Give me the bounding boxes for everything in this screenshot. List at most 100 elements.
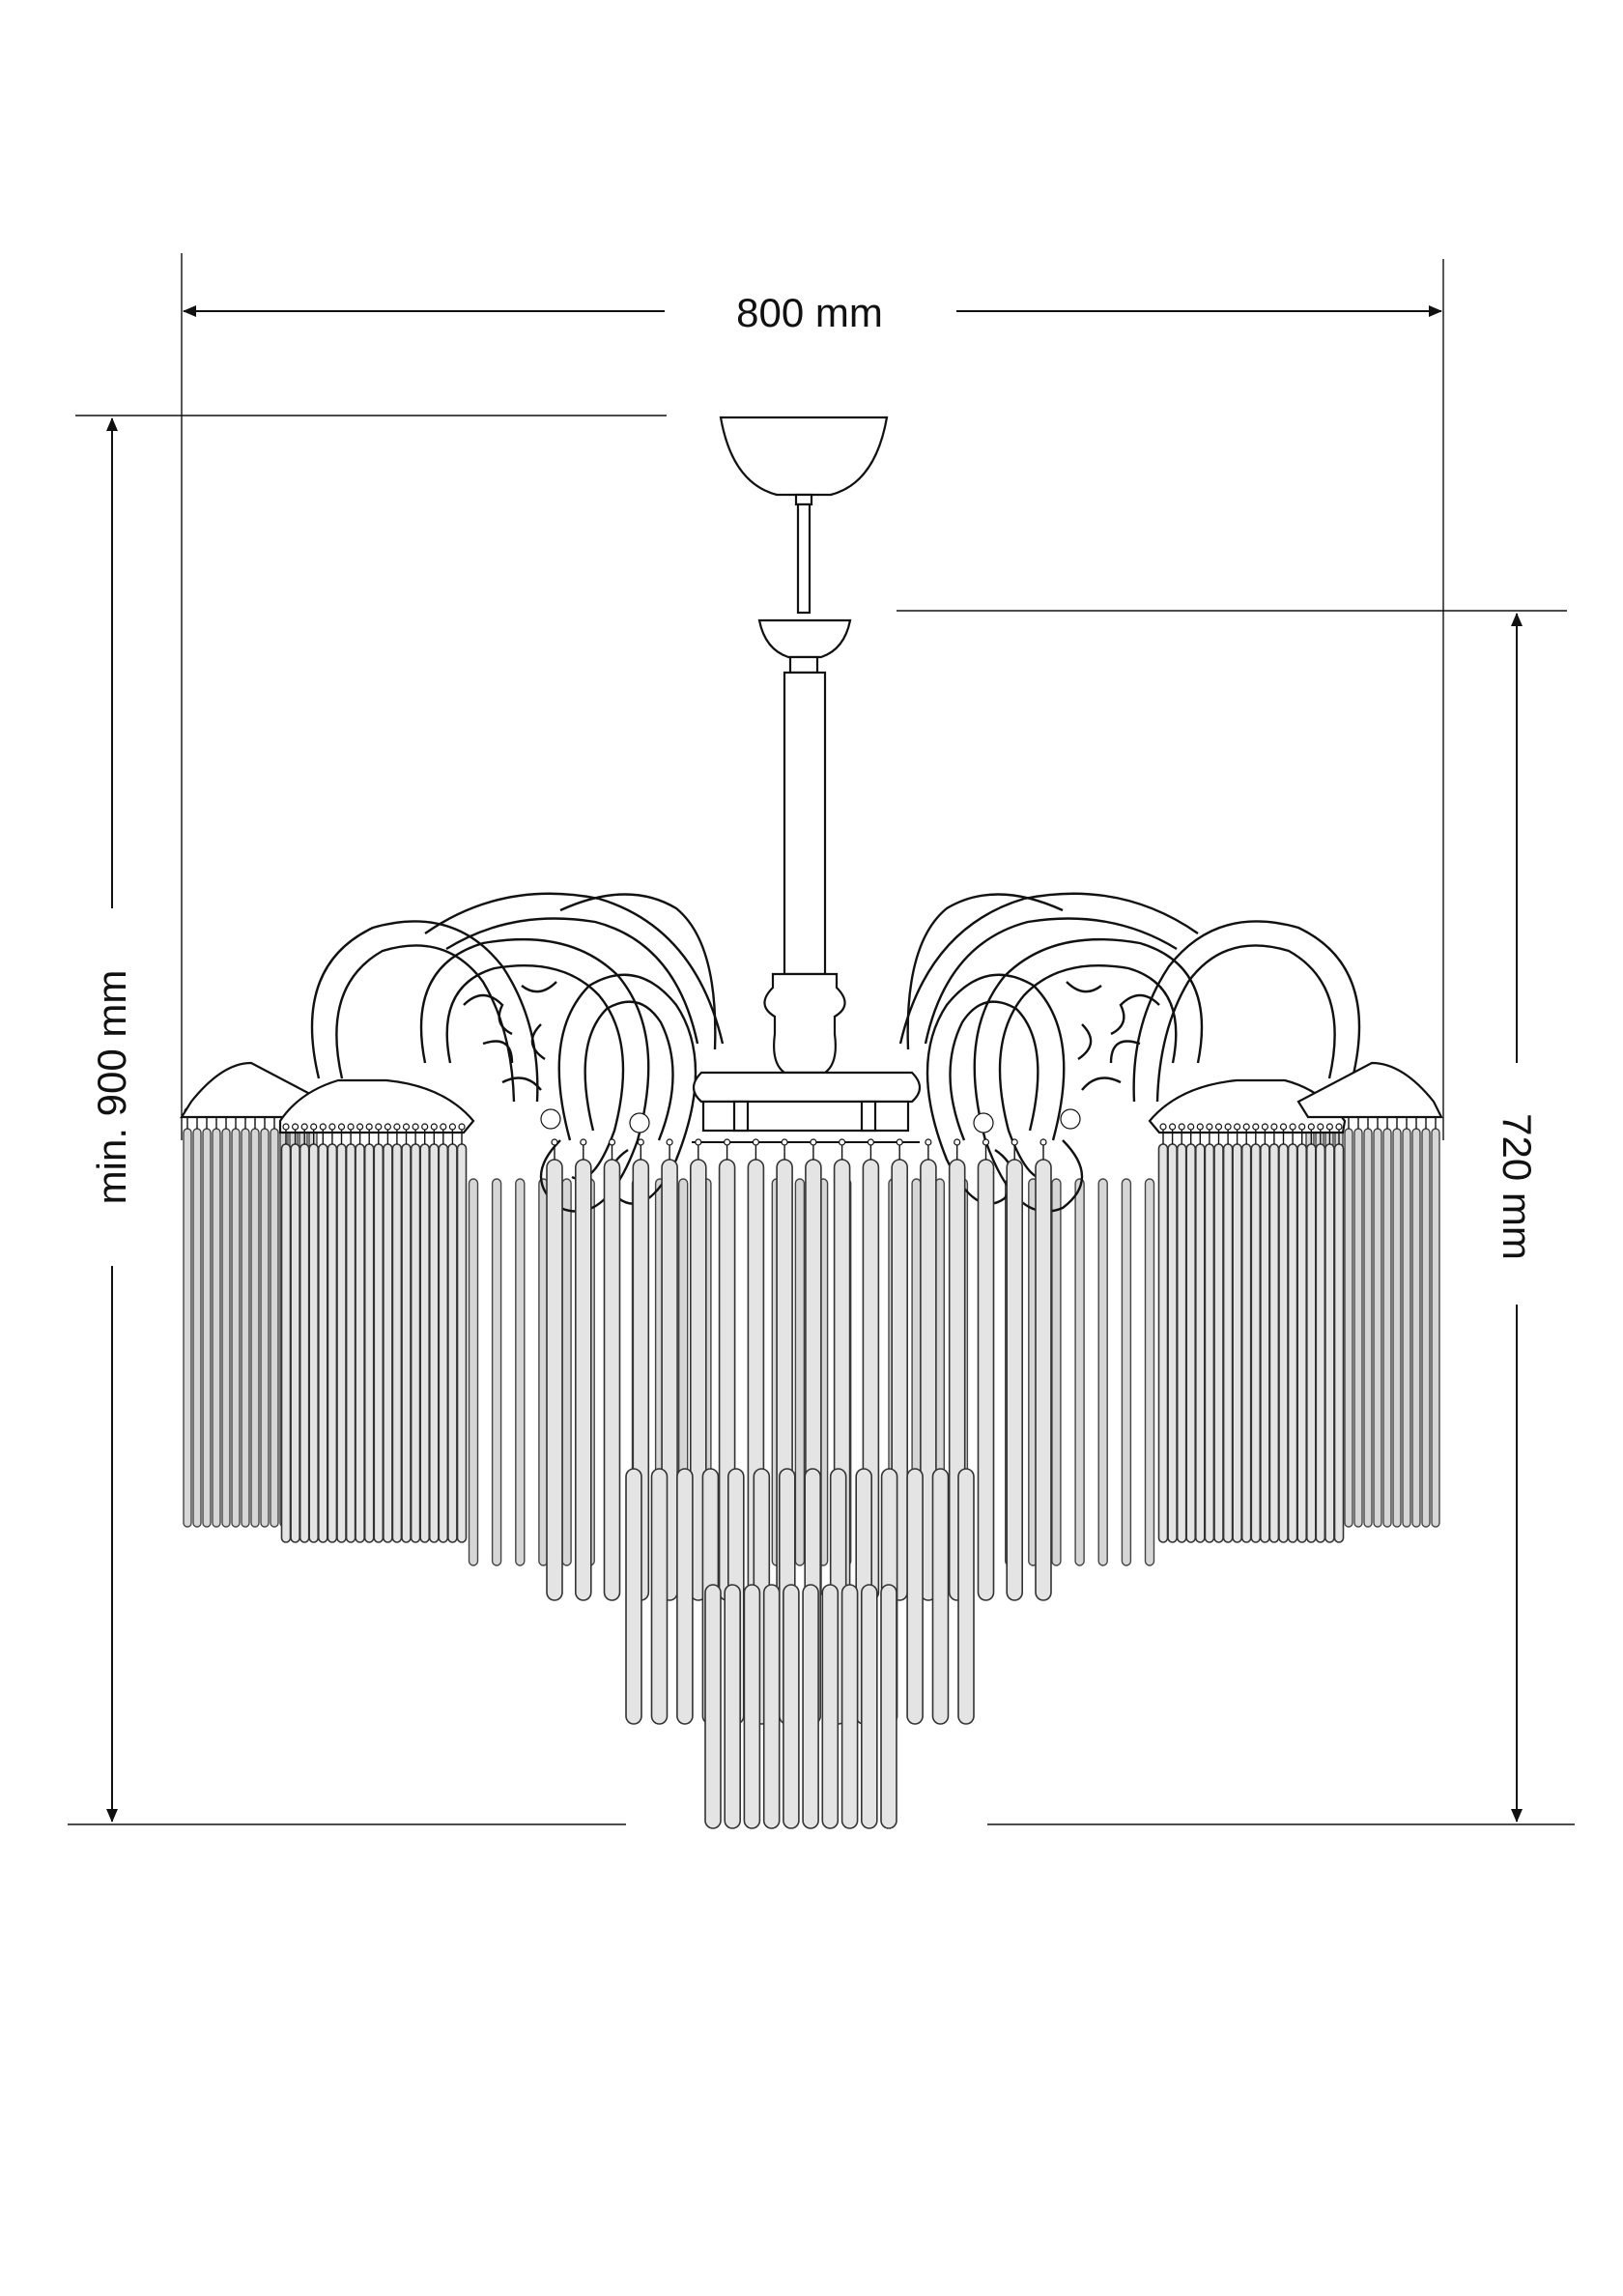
center-tier-3-rod	[840, 1584, 859, 1829]
left-shade-rod	[308, 1143, 320, 1543]
center-tier-1-rod	[574, 1159, 592, 1601]
hub-lug-left	[732, 1100, 750, 1133]
center-tier-2-rod	[625, 1468, 642, 1725]
center-tier-1-rod	[1006, 1159, 1023, 1601]
scroll-boss-left-2	[629, 1112, 650, 1134]
right-shade-rod	[1213, 1143, 1224, 1543]
arm-right-back-3	[906, 893, 1064, 1050]
stem-cup	[757, 618, 852, 659]
central-hub	[692, 1071, 922, 1104]
arm-right-back-2	[898, 892, 1199, 1045]
lamp-rings	[180, 1061, 1443, 1134]
arm-right-back-1	[1132, 920, 1361, 1103]
left-shade-rod	[428, 1143, 440, 1543]
central-column	[783, 671, 827, 976]
scroll-boss-left	[540, 1108, 561, 1130]
far-left-shade-rod	[250, 1128, 260, 1528]
left-shade-hook	[328, 1123, 336, 1131]
far-left-shade-rod	[202, 1128, 212, 1528]
right-shade-rod	[1315, 1143, 1326, 1543]
right-shade-rod	[1240, 1143, 1252, 1543]
center-back-rod	[491, 1178, 502, 1566]
right-shade-rod	[1250, 1143, 1262, 1543]
left-shade-rod	[290, 1143, 300, 1543]
left-shade-rod	[363, 1143, 375, 1543]
filigree-right	[1066, 981, 1160, 1091]
left-shade-hook	[310, 1123, 318, 1131]
arm-left-back-3	[559, 893, 717, 1050]
left-shade-rod	[336, 1143, 347, 1543]
center-tier-2-rod	[650, 1468, 669, 1725]
far-right-shade-rod	[1421, 1128, 1431, 1528]
arm-left-front-inner	[445, 964, 625, 1181]
center-tier-1-hook	[982, 1138, 990, 1146]
left-shade-hook	[440, 1123, 447, 1131]
center-tier-1-hook	[637, 1138, 644, 1146]
right-shade-hook	[1242, 1123, 1250, 1131]
arm-left-back-1	[310, 920, 539, 1103]
arm-right-front-inner	[998, 964, 1178, 1181]
far-right-shade-rod	[1363, 1128, 1373, 1528]
center-tier-2-rod	[957, 1468, 975, 1725]
center-tier-1-hook	[925, 1138, 932, 1146]
suspension-rod	[796, 502, 812, 615]
center-tier-1-hook	[580, 1138, 587, 1146]
center-tier-1-rod	[1035, 1159, 1052, 1601]
center-tier-1-hook	[1011, 1138, 1018, 1146]
far-right-shade-rod	[1382, 1128, 1392, 1528]
center-back-rod	[1097, 1178, 1108, 1566]
center-tier-1-hook	[954, 1138, 961, 1146]
center-back-rod	[515, 1178, 526, 1566]
right-shade-rod	[1306, 1143, 1317, 1543]
overall-height-dimension-label: min. 900 mm	[89, 970, 134, 1205]
left-shade-rod	[410, 1143, 421, 1543]
lamp-ring-left	[278, 1078, 475, 1134]
center-back-rod	[1051, 1178, 1062, 1566]
right-shade-hook	[1307, 1123, 1315, 1131]
left-shade-rod	[447, 1143, 458, 1543]
center-back-rod	[1074, 1178, 1085, 1566]
cup-neck	[788, 655, 819, 674]
right-shade-hook	[1335, 1123, 1343, 1131]
far-right-shade-rod	[1353, 1128, 1363, 1528]
right-shade-hook	[1168, 1123, 1177, 1131]
scroll-boss-right-2	[973, 1112, 994, 1134]
right-shade-hook	[1270, 1123, 1278, 1131]
left-shade-rod	[345, 1143, 356, 1543]
right-shade-hook	[1279, 1123, 1288, 1131]
left-shade-hook	[384, 1123, 391, 1131]
left-shade-rod	[355, 1143, 365, 1543]
left-shade-hook	[365, 1123, 373, 1131]
ceiling-canopy	[719, 416, 889, 497]
far-left-shade-rod	[212, 1128, 221, 1528]
left-shade-rod	[391, 1143, 403, 1543]
left-shade-hook	[300, 1123, 308, 1131]
right-shade-rod	[1278, 1143, 1289, 1543]
center-tier-3-rod	[880, 1584, 897, 1829]
center-tier-1-hook	[608, 1138, 616, 1146]
scroll-boss-right	[1060, 1108, 1081, 1130]
arm-right-front-2	[925, 973, 1066, 1205]
width-dimension-label: 800 mm	[736, 290, 883, 335]
left-shade-hook	[375, 1123, 383, 1131]
right-shade-rod	[1176, 1143, 1187, 1543]
right-shade-rod	[1296, 1143, 1307, 1543]
far-left-shade-rod	[270, 1128, 279, 1528]
center-tier-1-hook	[838, 1138, 846, 1146]
arm-right-front	[973, 937, 1204, 1213]
right-shade-hook	[1178, 1123, 1185, 1131]
left-shade-hook	[356, 1123, 364, 1131]
right-shade-rod	[1157, 1143, 1169, 1543]
far-right-shade-rod	[1344, 1128, 1353, 1528]
center-tier-1-rod	[603, 1159, 621, 1601]
right-shade-hook	[1214, 1123, 1223, 1131]
column-knop	[763, 972, 846, 1075]
far-right-shade-rod	[1392, 1128, 1402, 1528]
left-shade-hook	[458, 1123, 466, 1131]
right-shade-hook	[1159, 1123, 1167, 1131]
left-shade-hook	[337, 1123, 346, 1131]
right-shade-rod	[1204, 1143, 1215, 1543]
right-shade-rod	[1167, 1143, 1178, 1543]
center-tier-1-hook	[810, 1138, 817, 1146]
center-back-rod	[1121, 1178, 1132, 1566]
